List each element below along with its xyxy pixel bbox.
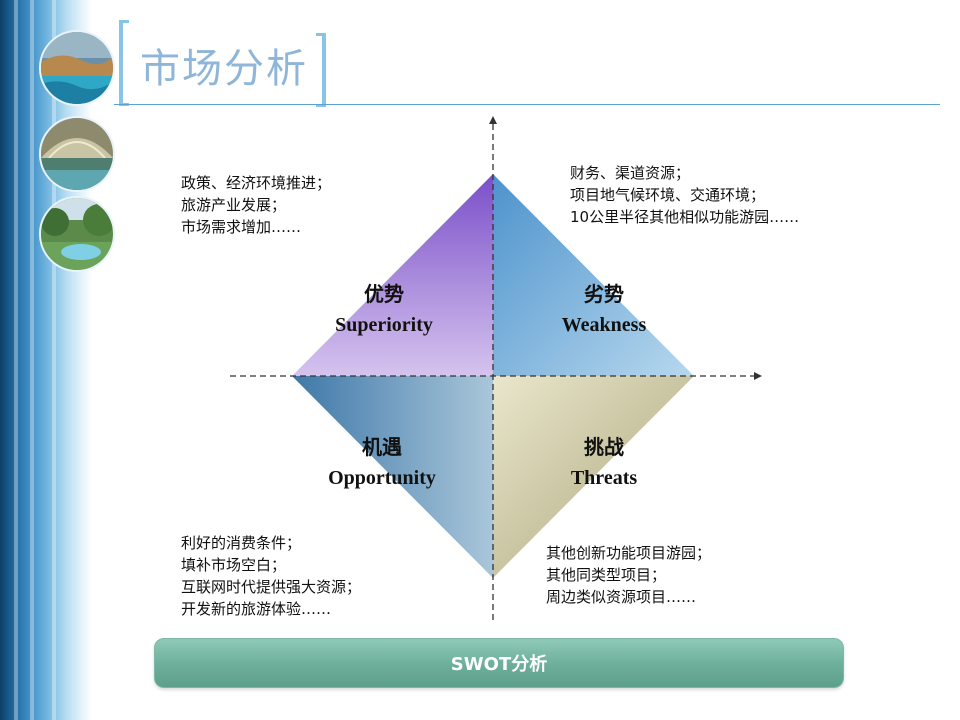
note-line: 旅游产业发展；	[181, 196, 287, 214]
superiority-notes: 政策、经济环境推进； 旅游产业发展； 市场需求增加……	[181, 172, 331, 238]
note-line: 填补市场空白；	[181, 556, 287, 574]
note-line: 其他创新功能项目游园；	[546, 544, 712, 562]
weakness-label-en: Weakness	[561, 314, 647, 336]
note-line: 互联网时代提供强大资源；	[181, 578, 362, 596]
note-line: 开发新的旅游体验……	[181, 600, 332, 618]
title-divider	[114, 104, 940, 105]
note-line: 其他同类型项目；	[546, 566, 667, 584]
opportunity-label-en: Opportunity	[328, 467, 436, 489]
superiority-label-en: Superiority	[335, 314, 433, 336]
threats-label-zh: 挑战	[584, 437, 624, 459]
swot-analysis-banner: SWOT分析	[154, 638, 844, 688]
superiority-quadrant	[292, 174, 493, 376]
weakness-label-zh: 劣势	[584, 284, 624, 306]
opportunity-quadrant	[292, 376, 493, 578]
threats-quadrant	[493, 376, 694, 578]
threats-label-en: Threats	[570, 467, 638, 489]
photo-dome-pool	[39, 116, 115, 192]
note-line: 市场需求增加……	[181, 218, 302, 236]
note-line: 政策、经济环境推进；	[181, 174, 332, 192]
superiority-label: 优势 Superiority	[304, 280, 464, 340]
title-bracket-right	[316, 33, 326, 107]
weakness-label: 劣势 Weakness	[524, 280, 684, 340]
opportunity-notes: 利好的消费条件； 填补市场空白； 互联网时代提供强大资源； 开发新的旅游体验……	[181, 532, 361, 620]
note-line: 周边类似资源项目……	[546, 588, 697, 606]
threats-label: 挑战 Threats	[524, 433, 684, 493]
vertical-axis-arrow	[489, 116, 497, 124]
opportunity-label-zh: 机遇	[362, 437, 402, 459]
note-line: 10公里半径其他相似功能游园……	[570, 208, 800, 226]
page-title: 市场分析	[140, 46, 308, 92]
weakness-quadrant	[493, 174, 694, 376]
weakness-notes: 财务、渠道资源； 项目地气候环境、交通环境； 10公里半径其他相似功能游园……	[570, 162, 799, 228]
note-line: 财务、渠道资源；	[570, 164, 691, 182]
horizontal-axis-arrow	[754, 372, 762, 380]
note-line: 项目地气候环境、交通环境；	[570, 186, 766, 204]
note-line: 利好的消费条件；	[181, 534, 302, 552]
superiority-label-zh: 优势	[364, 284, 404, 306]
threats-notes: 其他创新功能项目游园； 其他同类型项目； 周边类似资源项目……	[546, 542, 711, 608]
opportunity-label: 机遇 Opportunity	[302, 433, 462, 493]
